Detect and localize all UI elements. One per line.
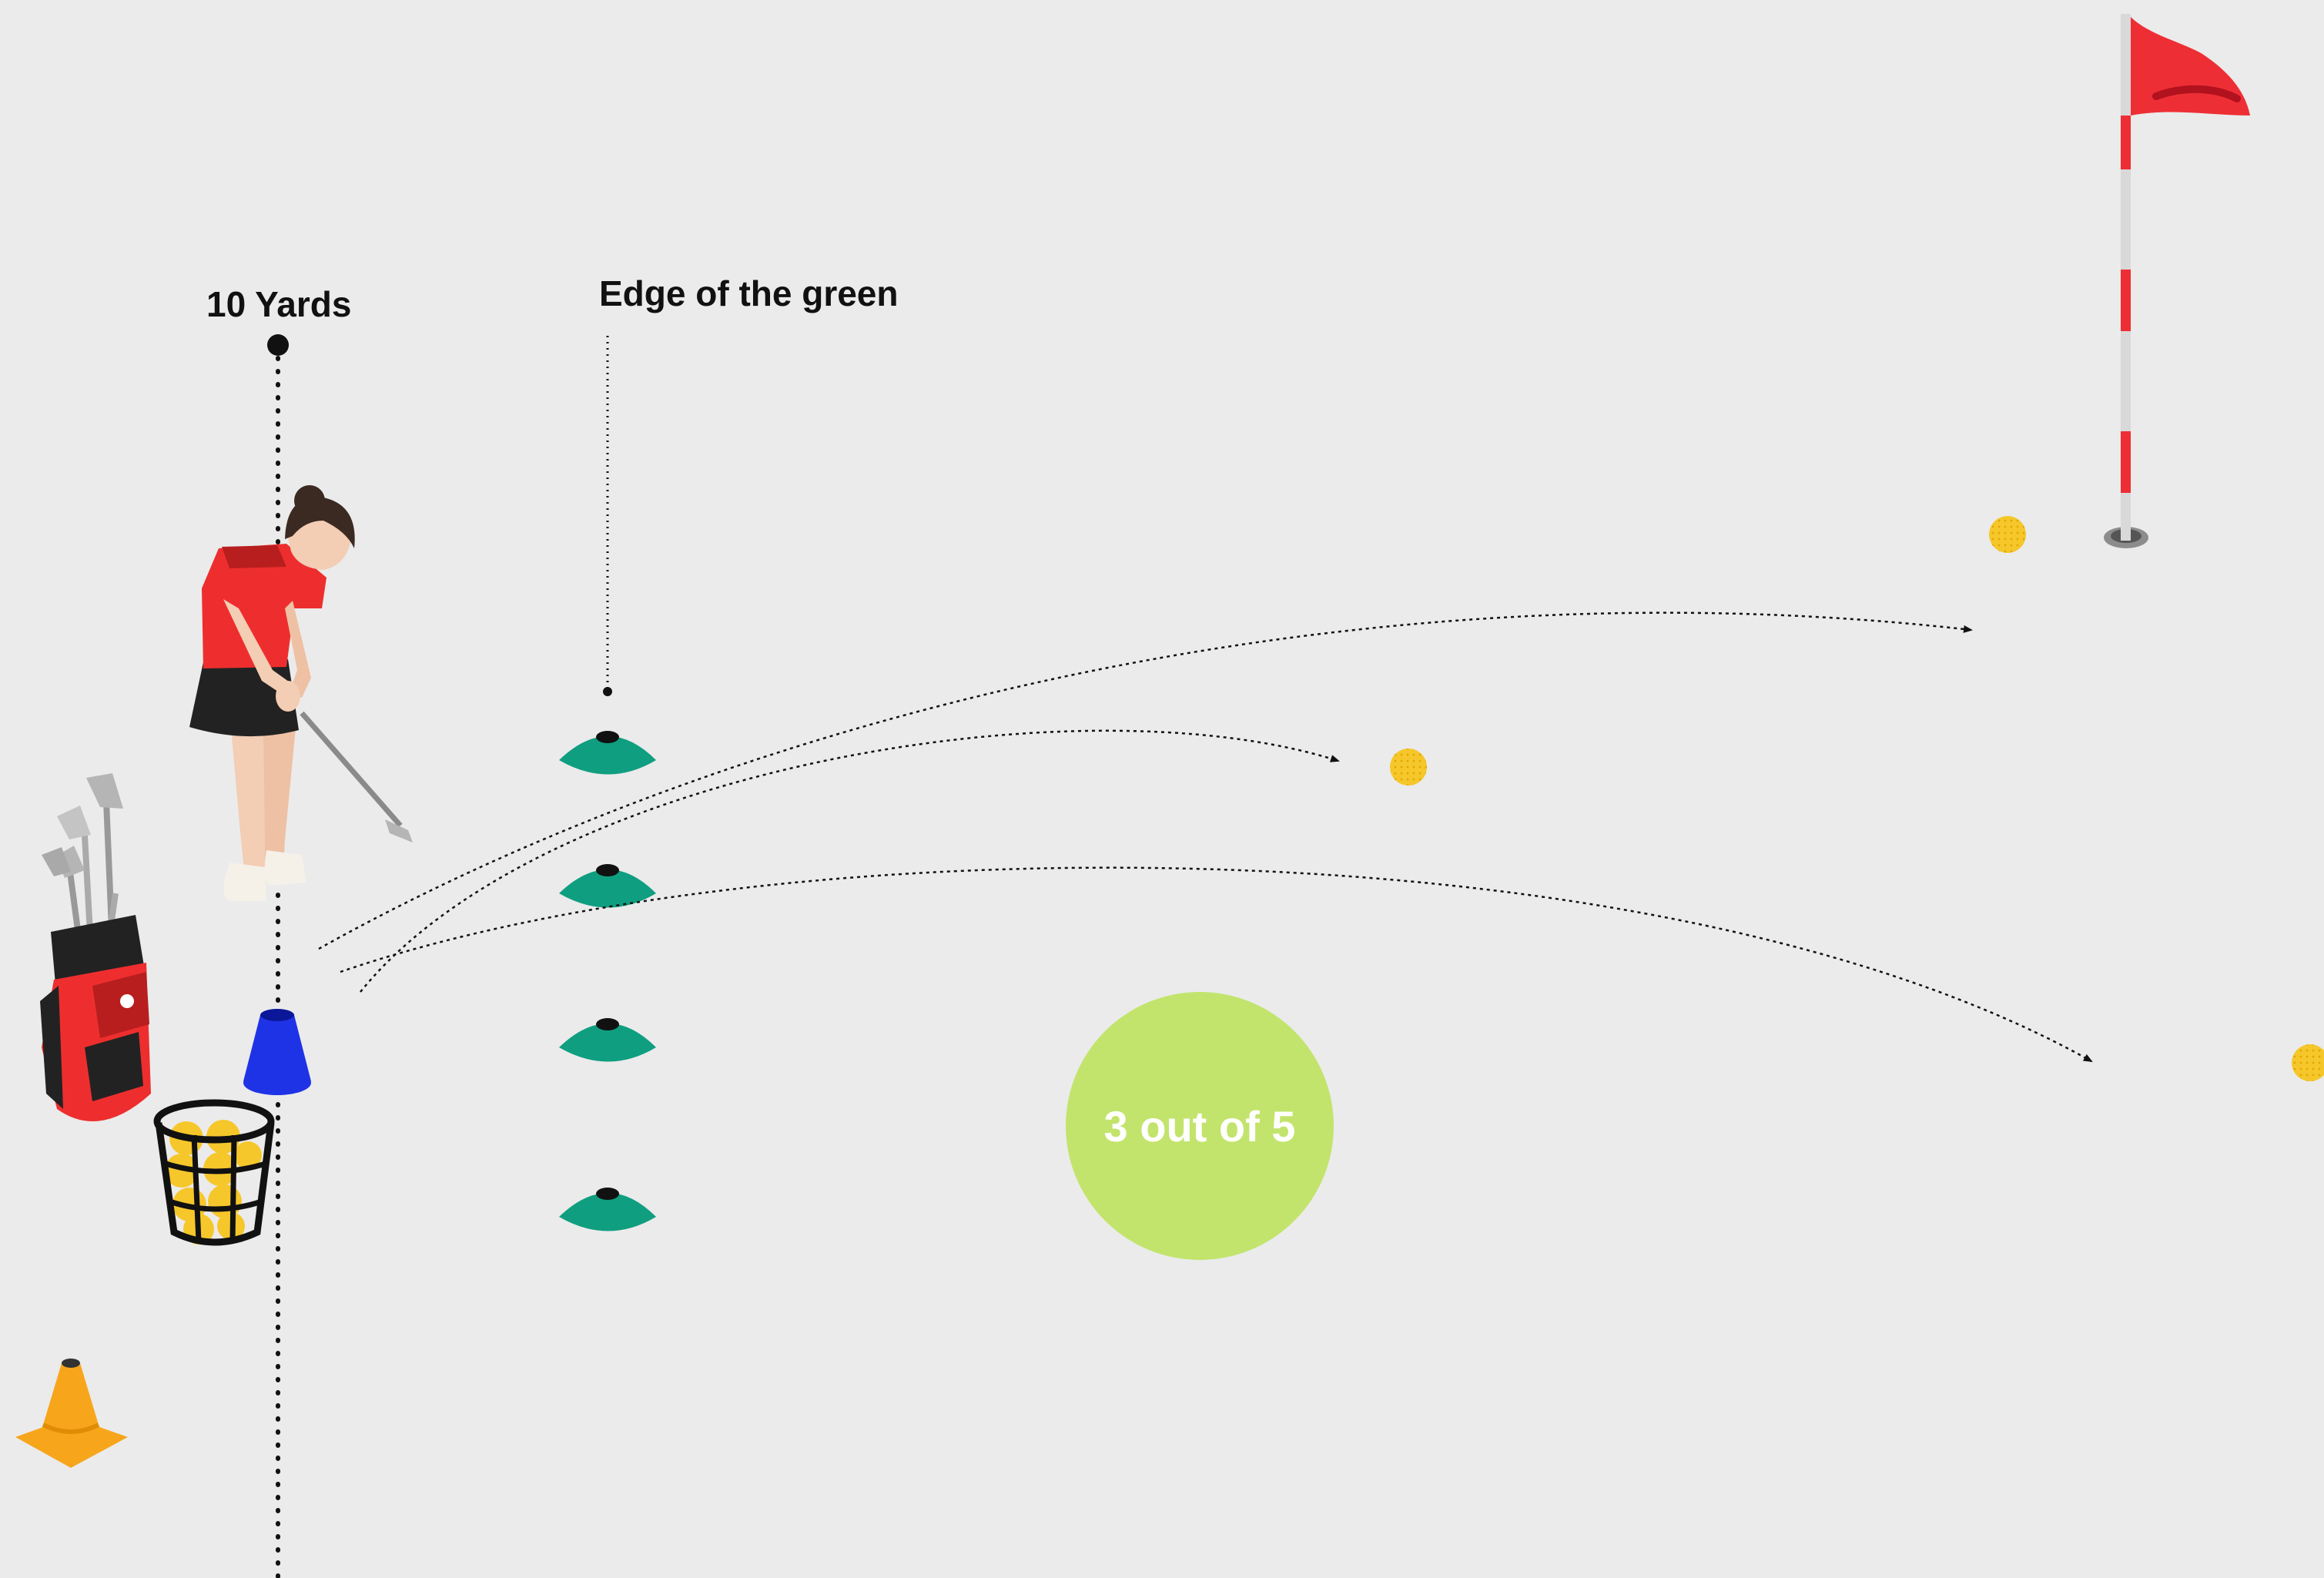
flag-icon xyxy=(2104,14,2250,548)
golfer-icon xyxy=(189,485,413,901)
score-label: 3 out of 5 xyxy=(1103,1101,1296,1151)
shot-trajectory xyxy=(318,611,1973,950)
disc-cone-icon xyxy=(559,1188,656,1231)
golf-ball-icon xyxy=(2292,1044,2324,1081)
score-badge: 3 out of 5 xyxy=(1066,992,1334,1260)
golf-bag-icon xyxy=(40,773,151,1121)
disc-cone-icon xyxy=(559,1018,656,1062)
golf-ball-icon xyxy=(1989,516,2026,553)
distance-marker-line xyxy=(267,334,289,1578)
ball-basket-icon xyxy=(153,1099,275,1246)
green-edge-label: Edge of the green xyxy=(599,273,899,313)
shot-trajectory xyxy=(360,729,1340,993)
golf-ball-icon xyxy=(1390,749,1427,786)
disc-cone-icon xyxy=(559,731,656,775)
disc-cone-icon xyxy=(559,864,656,908)
distance-marker-label: 10 Yards xyxy=(206,284,352,324)
tee-cone-icon xyxy=(243,1009,311,1095)
cone-icon xyxy=(15,1359,128,1468)
green-edge-pointer xyxy=(603,336,612,696)
